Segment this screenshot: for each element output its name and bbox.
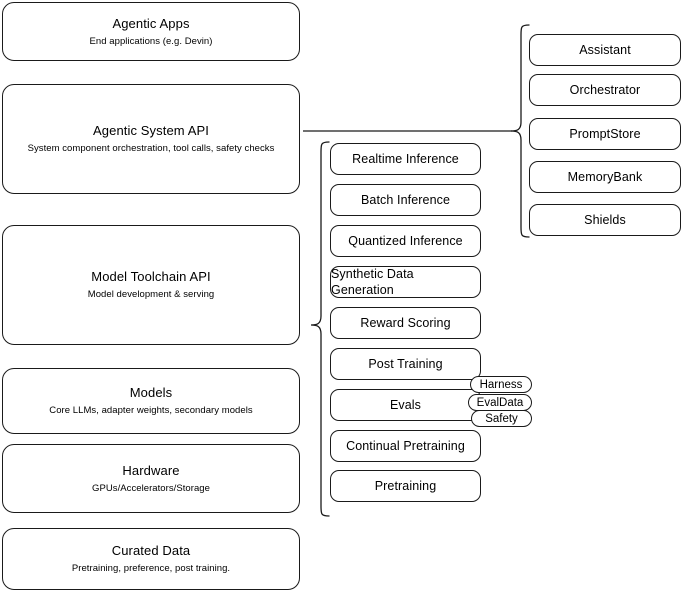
layer-subtitle: System component orchestration, tool cal… [27,143,275,154]
capability-reward-scoring[interactable]: Reward Scoring [330,307,481,339]
capability-synthetic-data-generation[interactable]: Synthetic Data Generation [330,266,481,298]
component-orchestrator[interactable]: Orchestrator [529,74,681,106]
layer-title: Model Toolchain API [91,269,211,284]
component-memorybank[interactable]: MemoryBank [529,161,681,193]
layer-agentic-system-api[interactable]: Agentic System API System component orch… [2,84,300,194]
component-assistant[interactable]: Assistant [529,34,681,66]
layer-models[interactable]: Models Core LLMs, adapter weights, secon… [2,368,300,434]
capability-pretraining[interactable]: Pretraining [330,470,481,502]
layer-subtitle: Model development & serving [87,289,215,300]
layer-title: Curated Data [111,543,191,558]
layer-hardware[interactable]: Hardware GPUs/Accelerators/Storage [2,444,300,513]
system-components-brace [510,24,530,238]
layer-subtitle: End applications (e.g. Devin) [89,35,213,47]
layer-title: Agentic Apps [112,15,190,31]
capability-continual-pretraining[interactable]: Continual Pretraining [330,430,481,462]
layer-title: Hardware [122,462,180,478]
capability-batch-inference[interactable]: Batch Inference [330,184,481,216]
toolchain-brace [310,141,330,517]
layer-subtitle: Core LLMs, adapter weights, secondary mo… [49,405,253,416]
layer-title: Models [129,385,173,400]
capability-quantized-inference[interactable]: Quantized Inference [330,225,481,257]
evals-subitem-safety[interactable]: Safety [471,410,532,427]
capability-realtime-inference[interactable]: Realtime Inference [330,143,481,175]
layer-subtitle: GPUs/Accelerators/Storage [92,482,210,494]
layer-subtitle: Pretraining, preference, post training. [71,563,231,574]
capability-evals[interactable]: Evals [330,389,481,421]
layer-model-toolchain-api[interactable]: Model Toolchain API Model development & … [2,225,300,345]
evals-subitem-evaldata[interactable]: EvalData [468,394,532,411]
layer-agentic-apps[interactable]: Agentic Apps End applications (e.g. Devi… [2,2,300,61]
component-shields[interactable]: Shields [529,204,681,236]
layer-curated-data[interactable]: Curated Data Pretraining, preference, po… [2,528,300,590]
component-promptstore[interactable]: PromptStore [529,118,681,150]
capability-post-training[interactable]: Post Training [330,348,481,380]
layer-title: Agentic System API [93,123,209,138]
evals-subitem-harness[interactable]: Harness [470,376,532,393]
